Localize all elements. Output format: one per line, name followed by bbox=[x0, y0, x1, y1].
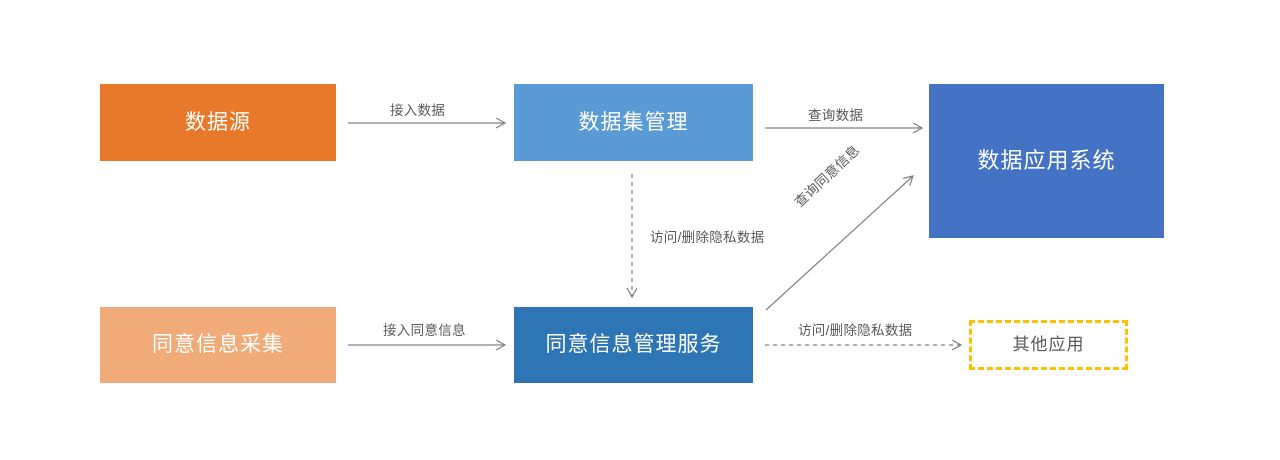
node-data-source-label: 数据源 bbox=[185, 110, 251, 134]
node-dataset-management[interactable]: 数据集管理 bbox=[514, 84, 753, 161]
edge-label-access-delete-privacy-bottom: 访问/删除隐私数据 bbox=[798, 323, 913, 338]
edge-label-access-delete-privacy-top: 访问/删除隐私数据 bbox=[650, 230, 765, 245]
node-consent-information-collection[interactable]: 同意信息采集 bbox=[100, 307, 336, 383]
node-data-application-system[interactable]: 数据应用系统 bbox=[929, 84, 1164, 238]
node-other-applications[interactable]: 其他应用 bbox=[969, 320, 1128, 370]
node-data-source[interactable]: 数据源 bbox=[100, 84, 336, 161]
node-consent-information-collection-label: 同意信息采集 bbox=[152, 333, 284, 357]
edge-label-ingest-data: 接入数据 bbox=[390, 103, 446, 118]
edge-query-consent-info bbox=[765, 176, 913, 311]
edge-label-query-consent-info: 查询同意信息 bbox=[791, 142, 863, 210]
node-dataset-management-label: 数据集管理 bbox=[578, 110, 689, 134]
node-other-applications-label: 其他应用 bbox=[1012, 334, 1085, 354]
node-consent-information-management-service[interactable]: 同意信息管理服务 bbox=[514, 307, 753, 383]
node-data-application-system-label: 数据应用系统 bbox=[977, 147, 1116, 173]
edge-label-query-data: 查询数据 bbox=[808, 108, 864, 123]
edge-label-ingest-consent-info: 接入同意信息 bbox=[383, 323, 466, 338]
node-consent-information-management-service-label: 同意信息管理服务 bbox=[545, 333, 722, 357]
